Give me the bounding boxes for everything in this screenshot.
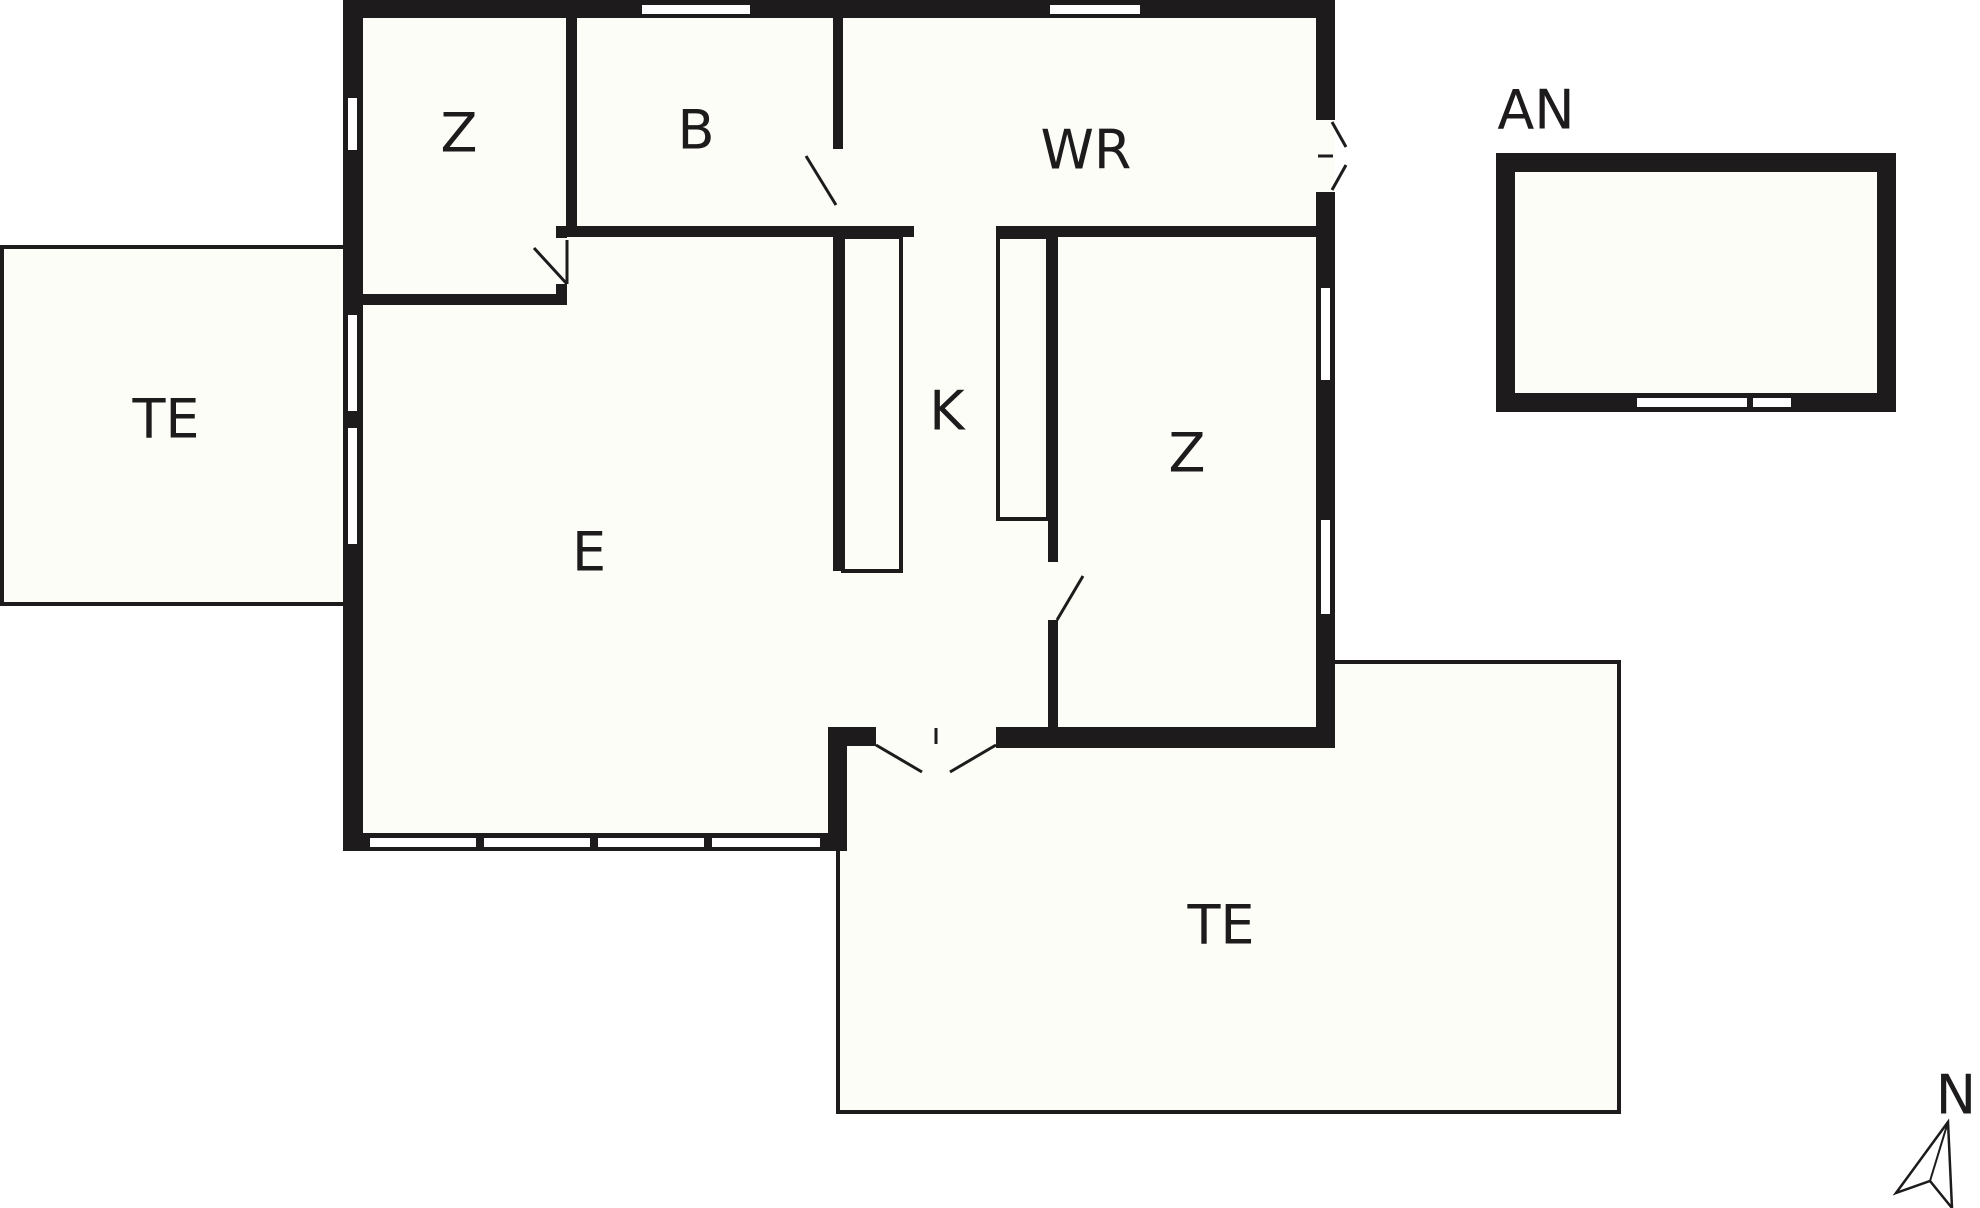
room-label-wr: WR <box>1041 119 1132 182</box>
room-label-b: B <box>677 99 714 162</box>
annex-building <box>1496 153 1896 412</box>
doors <box>532 120 1348 774</box>
north-arrow-icon: N <box>1892 1064 1976 1208</box>
room-label-te-west: TE <box>131 388 199 451</box>
room-label-te-south: TE <box>1186 894 1254 957</box>
room-label-z-east: Z <box>1169 422 1206 485</box>
windows <box>348 5 1330 847</box>
kitchen-counters <box>841 235 1050 573</box>
room-label-k: K <box>929 380 966 443</box>
north-label: N <box>1936 1064 1976 1127</box>
room-label-z-north: Z <box>441 102 478 165</box>
terrace-west <box>0 245 347 606</box>
room-label-e: E <box>572 521 606 584</box>
room-label-an: AN <box>1497 79 1574 142</box>
